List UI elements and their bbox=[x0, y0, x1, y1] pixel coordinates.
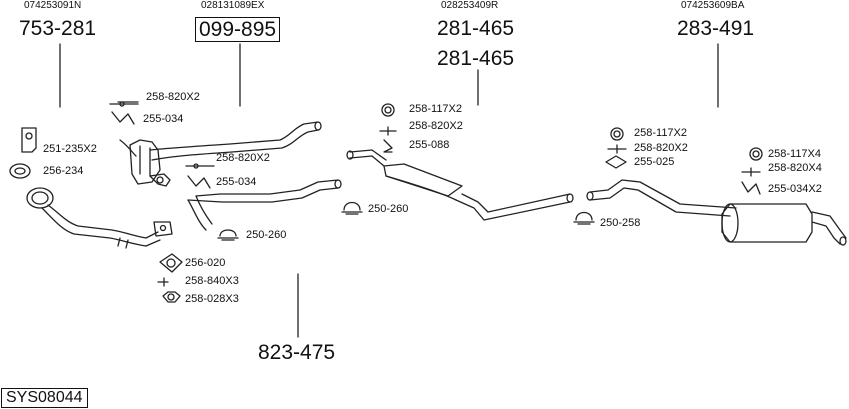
header-code-2: 028131089EX bbox=[201, 0, 265, 11]
bracket-251-235 bbox=[21, 127, 37, 153]
hanger-255-034-a bbox=[109, 101, 139, 125]
part-label: 258-820X2 bbox=[146, 91, 200, 103]
rear-silencer bbox=[586, 179, 847, 246]
intermediate-pipe bbox=[187, 179, 342, 231]
assembly-823-475: 823-475 bbox=[258, 341, 336, 364]
part-label: 258-820X2 bbox=[634, 142, 688, 154]
assembly-283-491: 283-491 bbox=[677, 17, 755, 40]
part-label: 258-117X2 bbox=[634, 127, 688, 139]
header-code-4: 074253609BA bbox=[681, 0, 745, 11]
ring-258-117-rear-b bbox=[749, 147, 763, 161]
part-label: 250-260 bbox=[368, 203, 409, 215]
part-label: 250-258 bbox=[600, 217, 641, 229]
part-label: 258-820X4 bbox=[768, 162, 822, 174]
part-label: 255-025 bbox=[634, 156, 675, 168]
hanger-255-034-rear bbox=[741, 181, 761, 195]
header-code-1: 074253091N bbox=[24, 0, 82, 11]
gasket-256-234 bbox=[9, 163, 31, 179]
part-label: 255-034X2 bbox=[768, 183, 822, 195]
catalyst-assembly bbox=[119, 121, 322, 187]
assembly-099-895: 099-895 bbox=[195, 17, 281, 42]
header-code-3: 028253409R bbox=[441, 0, 499, 11]
part-label: 255-034 bbox=[143, 113, 184, 125]
assembly-281-465-a: 281-465 bbox=[437, 17, 515, 40]
clamp-250-258 bbox=[573, 211, 595, 225]
part-label: 250-260 bbox=[246, 229, 287, 241]
bolt-258-840 bbox=[157, 277, 169, 287]
part-label: 258-820X2 bbox=[216, 152, 270, 164]
part-label: 255-034 bbox=[216, 176, 257, 188]
assembly-281-465-b: 281-465 bbox=[437, 47, 515, 70]
part-label: 256-234 bbox=[43, 165, 84, 177]
part-label: 258-117X2 bbox=[409, 103, 463, 115]
bolt-258-820-rear-a bbox=[607, 144, 627, 154]
clamp-250-260-a bbox=[217, 229, 239, 241]
bolt-258-820-rear-b bbox=[741, 167, 761, 177]
part-label: 258-028X3 bbox=[185, 293, 239, 305]
gasket-256-020 bbox=[159, 253, 183, 273]
hanger-255-034-b bbox=[185, 163, 215, 189]
centre-silencer bbox=[346, 103, 574, 221]
nut-258-028 bbox=[162, 291, 181, 303]
part-label: 256-020 bbox=[185, 257, 226, 269]
clamp-250-260-b bbox=[341, 201, 363, 215]
part-label: 258-117X4 bbox=[768, 148, 822, 160]
ring-258-117-rear-a bbox=[610, 127, 624, 141]
system-code: SYS08044 bbox=[1, 388, 88, 408]
part-label: 251-235X2 bbox=[43, 143, 97, 155]
part-label: 258-820X2 bbox=[409, 120, 463, 132]
part-label: 258-840X3 bbox=[185, 275, 239, 287]
front-downpipe bbox=[26, 187, 173, 249]
part-label: 255-088 bbox=[409, 139, 450, 151]
hanger-255-025 bbox=[605, 155, 627, 169]
assembly-753-281: 753-281 bbox=[19, 17, 97, 40]
